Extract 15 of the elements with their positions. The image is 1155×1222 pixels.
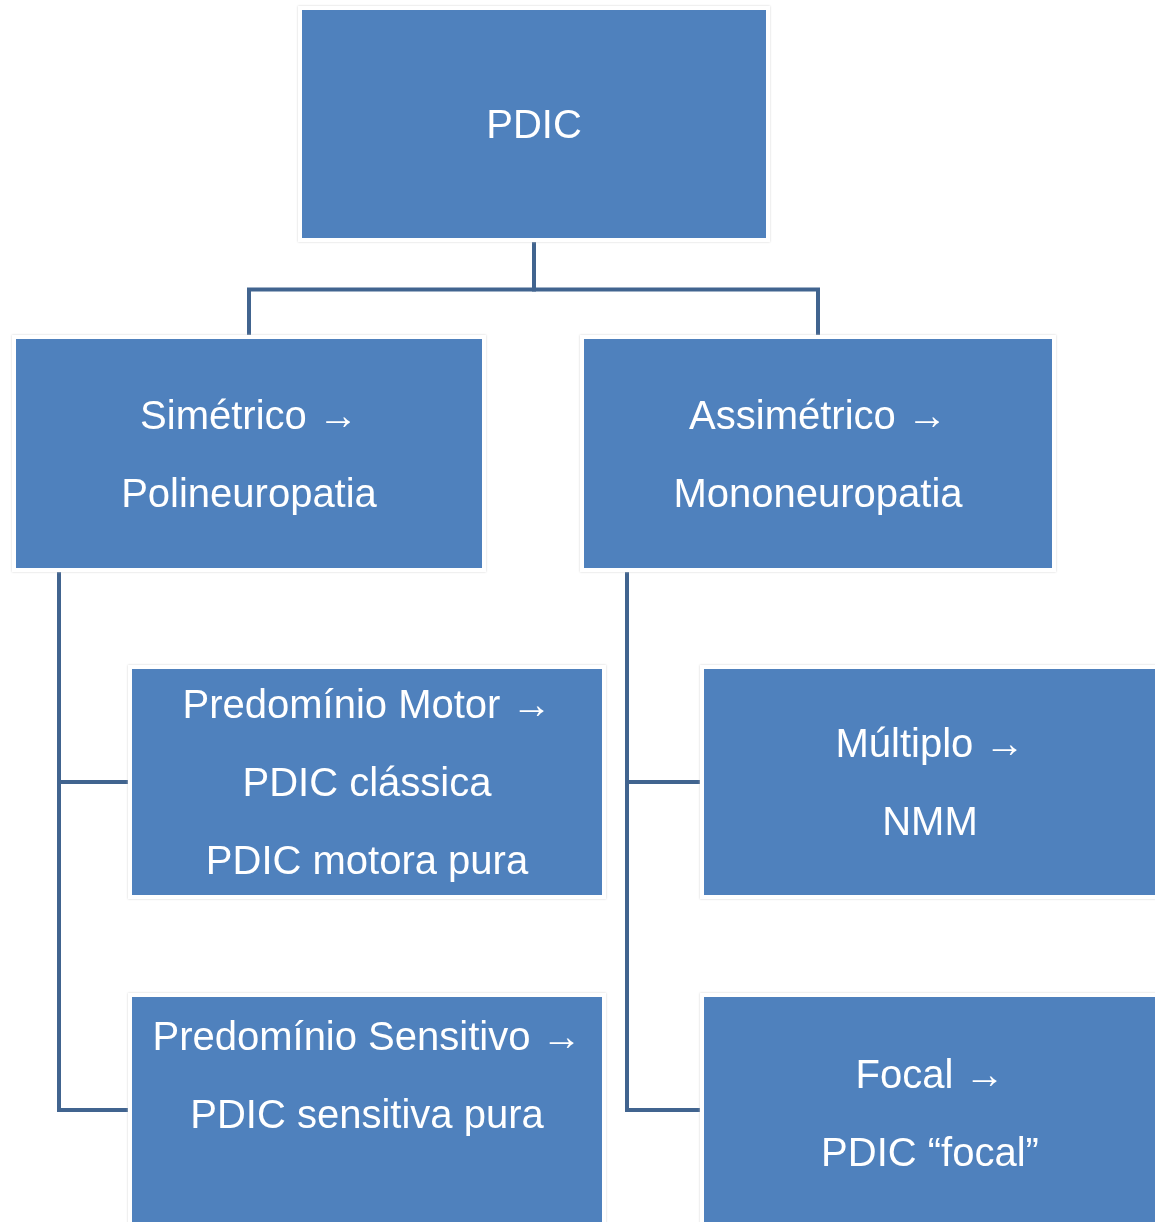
- box-text: Predomínio Motor →: [182, 681, 552, 728]
- box-text: PDIC: [486, 101, 582, 148]
- box-text: PDIC sensitiva pura: [190, 1091, 544, 1138]
- box-text: Simétrico →: [140, 391, 358, 439]
- box-text: NMM: [882, 798, 978, 845]
- box-text: PDIC clássica: [242, 759, 492, 806]
- box-text: PDIC “focal”: [821, 1129, 1039, 1176]
- box-text: Assimétrico →: [689, 391, 947, 439]
- box-text: Polineuropatia: [121, 469, 377, 517]
- box-text: Múltiplo →: [835, 720, 1025, 767]
- box-text: Focal →: [855, 1051, 1005, 1098]
- box-text: PDIC motora pura: [205, 837, 529, 884]
- box-text: Mononeuropatia: [673, 469, 963, 517]
- connector-line: [532, 240, 820, 337]
- box-text: Predomínio Sensitivo →: [152, 1013, 582, 1060]
